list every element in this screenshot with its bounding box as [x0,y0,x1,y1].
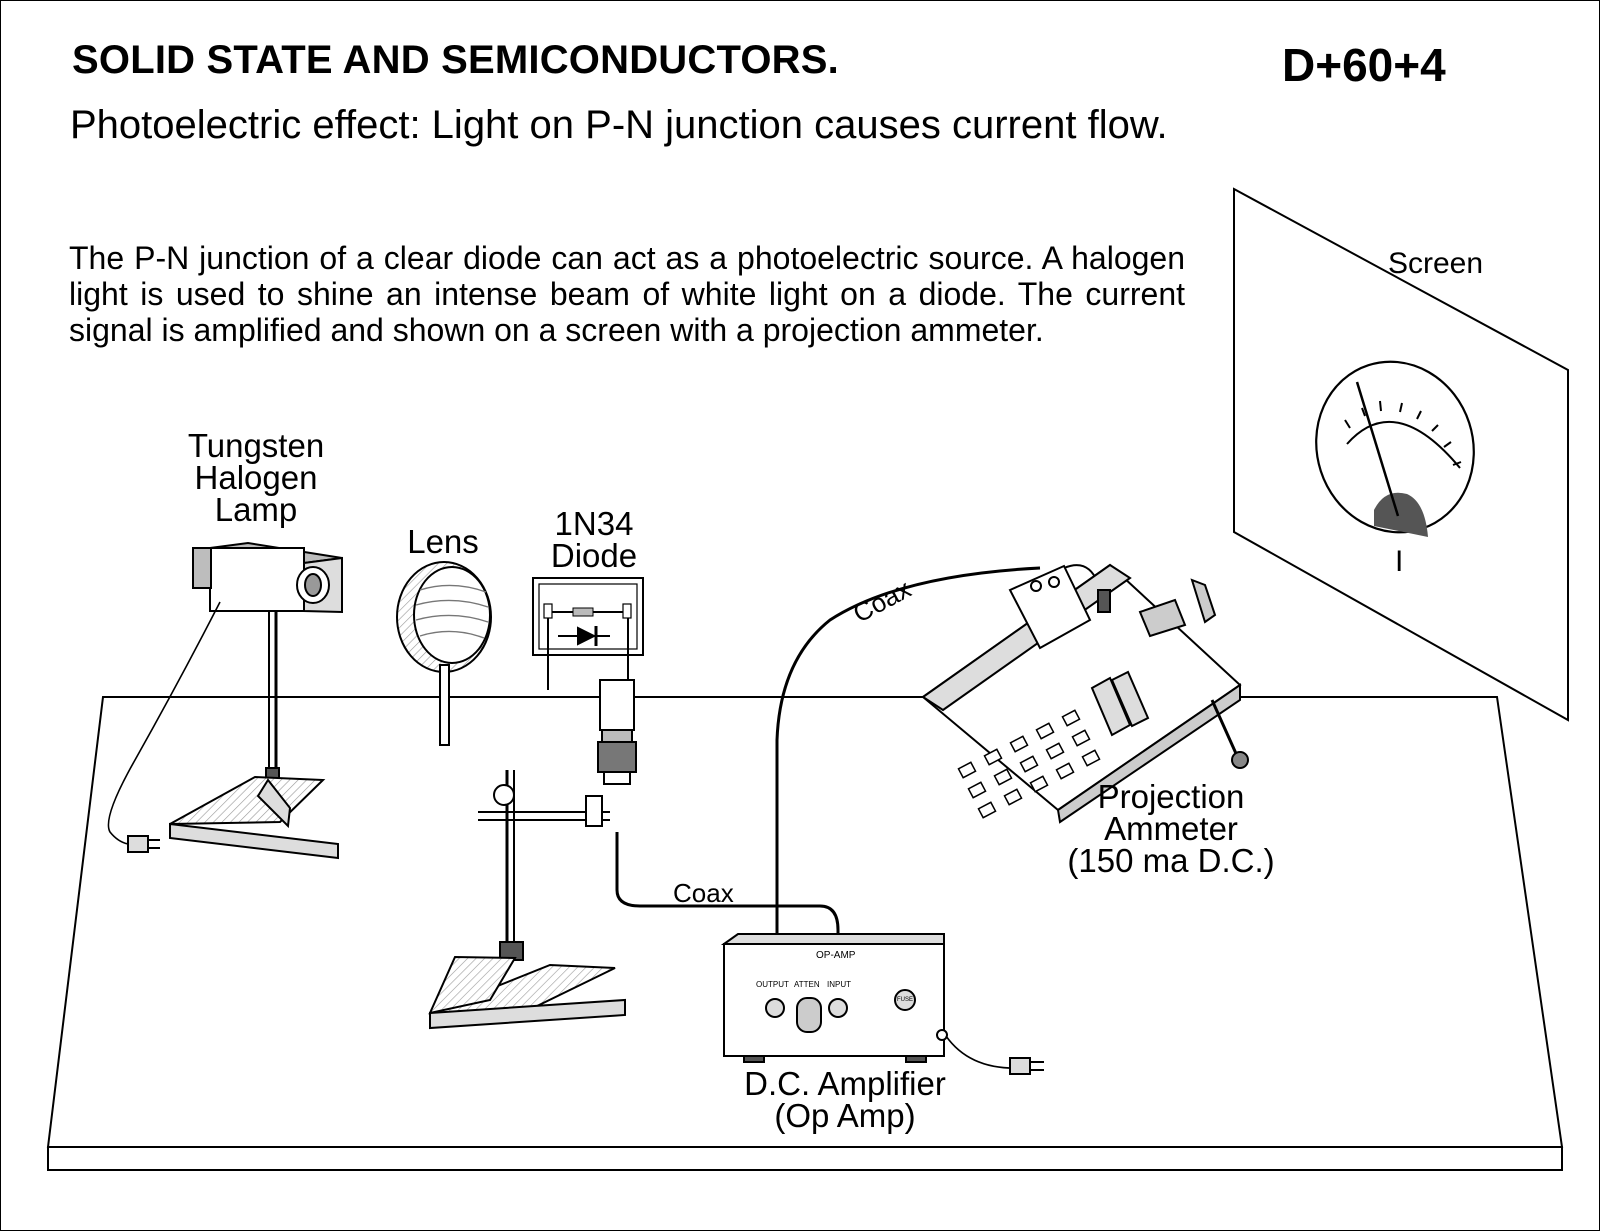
amplifier-label: D.C. Amplifier(Op Amp) [744,1065,946,1134]
ammeter-keypad [957,709,1101,819]
table [46,696,1564,1171]
lens [396,561,492,746]
coax-lower-label: Coax [673,878,734,908]
projection-screen [1233,187,1569,722]
header-subtitle: Photoelectric effect: Light on P-N junct… [70,103,1168,147]
lens-label: Lens [407,523,479,560]
current-symbol: I [1395,545,1404,578]
screen-label: Screen [1388,247,1484,280]
amp-fuse-label: FUSE [897,997,914,1003]
amp-input-label: INPUT [827,980,851,989]
meter-projection [1315,360,1475,537]
clamp-stand [428,770,626,1030]
power-plug-icon [127,835,160,853]
amp-output-label: OUTPUT [756,980,789,989]
amp-name: OP-AMP [816,950,856,961]
power-plug-icon [1009,1057,1044,1075]
description-text: The P-N junction of a clear diode can ac… [69,240,1185,348]
diode-board [532,577,644,785]
header-title: SOLID STATE AND SEMICONDUCTORS. [72,38,839,82]
projection-ammeter [921,563,1249,824]
dc-amplifier [720,933,1044,1075]
header-code: D+60+4 [1282,39,1446,91]
amp-atten-label: ATTEN [794,980,820,989]
halogen-lamp [107,541,343,860]
